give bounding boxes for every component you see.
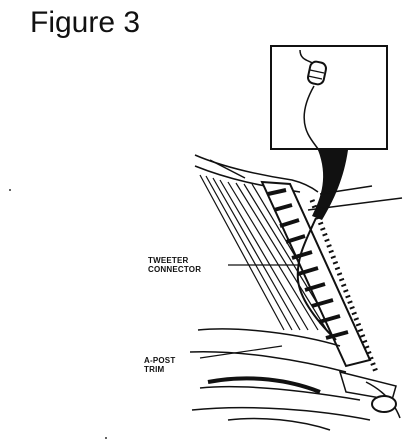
tweeter-wire	[296, 217, 337, 341]
inset-detail	[270, 45, 388, 153]
a-post-trim-leader	[199, 345, 283, 359]
a-post-trim-label-line-2: TRIM	[144, 365, 165, 374]
a-post-trim-panel	[260, 180, 372, 368]
tweeter-wire-connector-icon	[299, 49, 327, 153]
dashboard	[189, 328, 401, 431]
a-post-trim-label: A-POST TRIM	[144, 356, 175, 374]
zoom-pointer	[312, 150, 348, 220]
tweeter-connector-label: TWEETER CONNECTOR	[148, 256, 201, 274]
figure-title: Figure 3	[30, 6, 141, 39]
mirror-knob	[371, 395, 397, 413]
tweeter-connector-label-line-2: CONNECTOR	[148, 265, 202, 274]
weatherstrip	[309, 199, 379, 373]
tweeter-connector-label-line-1: TWEETER	[148, 256, 189, 265]
a-post-trim-label-line-1: A-POST	[144, 356, 176, 365]
